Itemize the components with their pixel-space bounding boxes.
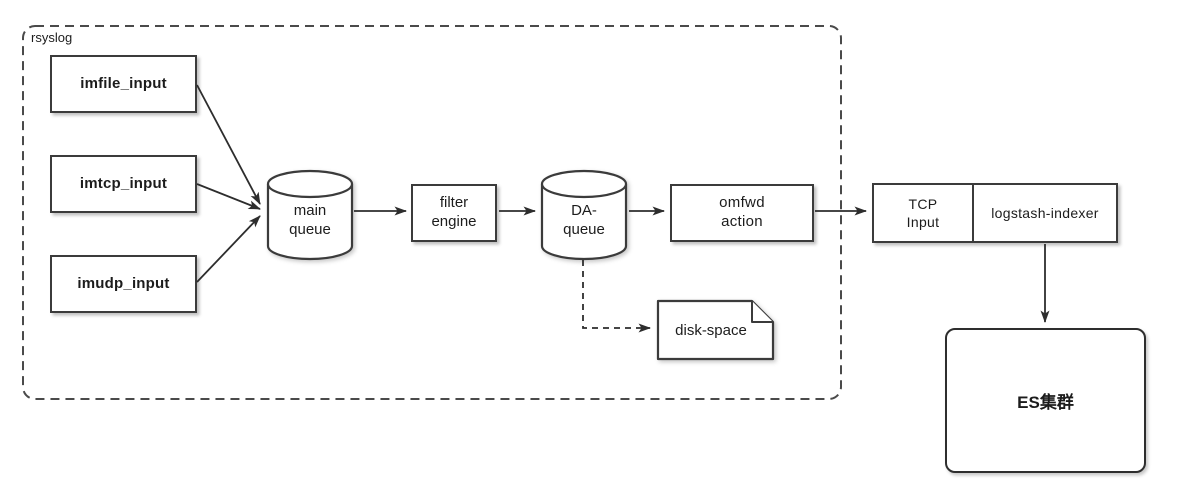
- node-imfile-input: imfile_input: [50, 55, 197, 113]
- node-tcp-input-label: TCP Input: [906, 195, 940, 230]
- node-es-cluster: ES集群: [945, 328, 1146, 473]
- group-label-rsyslog: rsyslog: [31, 30, 73, 45]
- node-es-cluster-label: ES集群: [1017, 393, 1074, 412]
- node-da-queue: DA- queue: [540, 169, 628, 261]
- node-imudp-input-label: imudp_input: [77, 274, 170, 292]
- node-logstash-indexer-cell: logstash-indexer: [974, 185, 1116, 241]
- node-imtcp-input: imtcp_input: [50, 155, 197, 213]
- node-tcp-input-cell: TCP Input: [874, 185, 974, 241]
- node-imfile-input-label: imfile_input: [80, 74, 167, 92]
- node-omfwd-action-label: omfwd action: [719, 194, 765, 230]
- node-main-queue: main queue: [266, 169, 354, 261]
- node-omfwd-action: omfwd action: [670, 184, 814, 242]
- cylinder-shape: [266, 169, 354, 261]
- edge-imfile-to-mainqueue: [196, 84, 261, 205]
- cylinder-shape: [540, 169, 628, 261]
- node-da-queue-label: DA- queue: [563, 201, 605, 239]
- node-filter-engine-label: filter engine: [431, 194, 477, 230]
- document-shape: [656, 299, 775, 361]
- edge-imudp-to-mainqueue: [196, 215, 261, 283]
- node-main-queue-label: main queue: [289, 201, 331, 239]
- node-imudp-input: imudp_input: [50, 255, 197, 313]
- node-imtcp-input-label: imtcp_input: [79, 174, 168, 192]
- node-logstash-indexer-label: logstash-indexer: [991, 204, 1099, 221]
- node-disk-space: disk-space: [656, 299, 776, 361]
- node-logstash: TCP Input logstash-indexer: [872, 183, 1118, 243]
- edge-daqueue-to-diskspace: [582, 260, 651, 333]
- node-disk-space-label: disk-space: [675, 321, 747, 339]
- node-filter-engine: filter engine: [411, 184, 497, 242]
- edge-imtcp-to-mainqueue: [196, 183, 261, 210]
